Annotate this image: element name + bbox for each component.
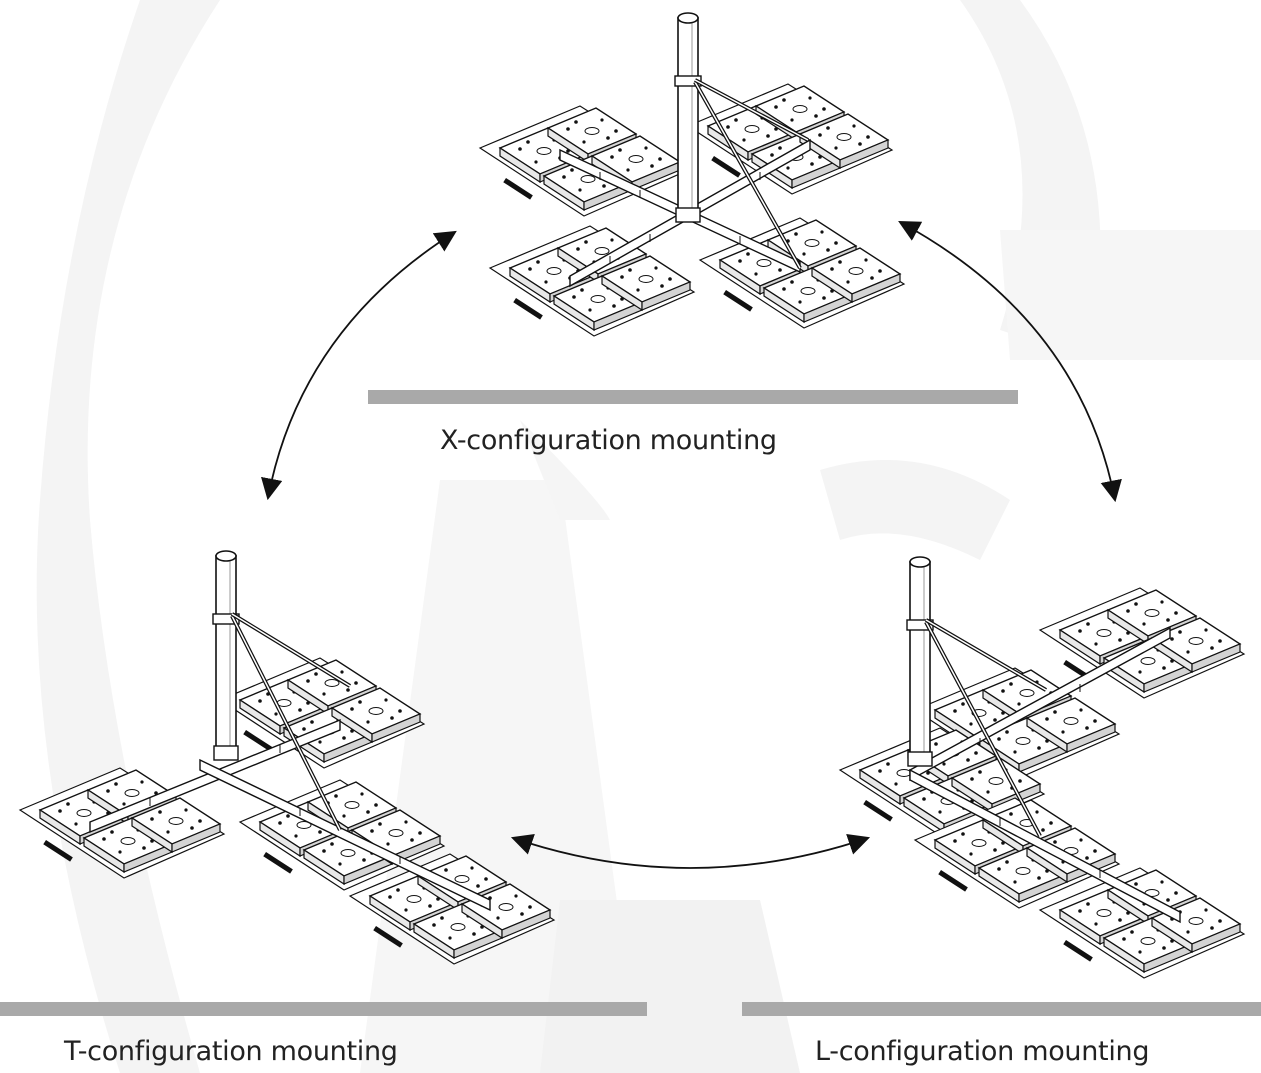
t-configuration-caption: T-configuration mounting xyxy=(64,1036,398,1067)
l-configuration-drawing xyxy=(840,556,1244,978)
x-configuration-drawing xyxy=(480,12,904,336)
arrow-x-t xyxy=(261,230,457,501)
l-configuration-caption: L-configuration mounting xyxy=(815,1036,1150,1067)
l-section-bar xyxy=(742,1002,1261,1016)
arrow-t-l xyxy=(510,833,871,869)
t-section-bar xyxy=(0,1002,647,1016)
x-configuration-caption: X-configuration mounting xyxy=(440,425,777,456)
t-configuration-drawing xyxy=(20,550,554,964)
arrow-x-l xyxy=(898,220,1122,503)
x-section-bar xyxy=(368,390,1018,404)
